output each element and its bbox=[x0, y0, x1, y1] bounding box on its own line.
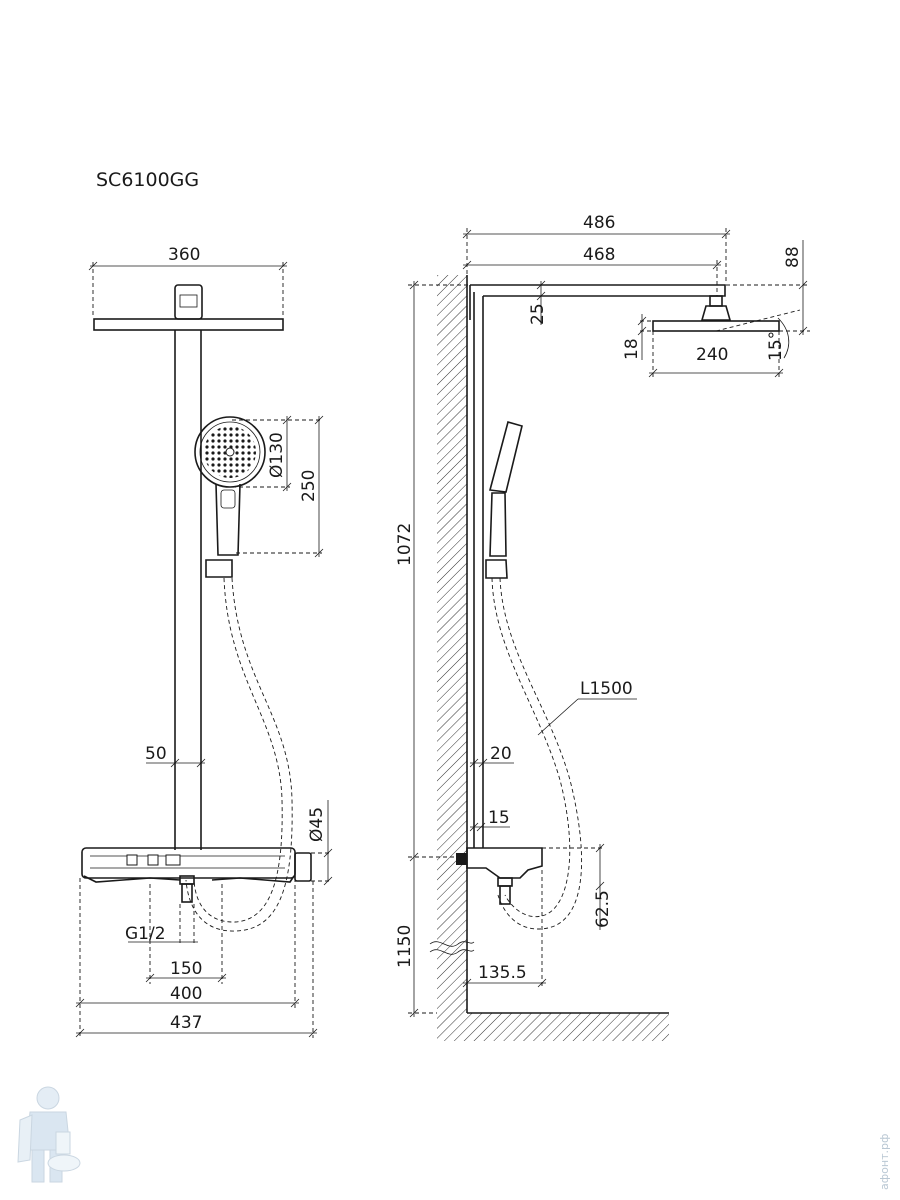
front-bottom-dimensions: G1/2 150 400 437 bbox=[75, 878, 318, 1038]
wall-gap-label: 15 bbox=[488, 808, 510, 828]
side-hose bbox=[491, 577, 582, 930]
inlet-depth-label: 62.5 bbox=[593, 890, 613, 928]
floor-hatching bbox=[437, 1013, 669, 1041]
thermostat-body bbox=[81, 847, 312, 903]
head-offset-height-label: 88 bbox=[783, 246, 803, 268]
thermostat-diameter-label: Ø45 bbox=[307, 807, 327, 842]
bar-offset-label: 20 bbox=[490, 744, 512, 764]
head-depth-label: 240 bbox=[696, 345, 728, 365]
wall-hatching bbox=[437, 275, 467, 1013]
side-view: 486 468 88 25 18 2 bbox=[395, 213, 810, 1041]
inlet-depth-dimension: 62.5 bbox=[542, 843, 613, 930]
bar-diameter-label: 50 bbox=[145, 744, 167, 764]
model-title: SC6100GG bbox=[96, 169, 199, 191]
overhead-shower-head bbox=[93, 284, 284, 331]
hose-length-leader: L1500 bbox=[537, 679, 637, 736]
column-height-label: 1072 bbox=[395, 523, 415, 566]
handshower-length-label: 250 bbox=[299, 470, 319, 502]
arm-thickness-label: 25 bbox=[528, 303, 548, 325]
wall-gap-dimension: 15 bbox=[469, 808, 510, 850]
inlet-projection-label: 135.5 bbox=[478, 963, 527, 983]
mount-height-label: 1150 bbox=[395, 925, 415, 968]
arm-length-inner-label: 468 bbox=[583, 245, 615, 265]
head-thickness-label: 18 bbox=[622, 338, 642, 360]
side-hand-shower bbox=[485, 421, 523, 579]
body-width-label: 400 bbox=[170, 984, 202, 1004]
head-width-label: 360 bbox=[168, 245, 200, 265]
head-width-dimension: 360 bbox=[88, 245, 288, 318]
inlet-thread-label: G1/2 bbox=[125, 924, 166, 944]
shower-column bbox=[174, 330, 202, 850]
side-top-dimensions: 486 468 88 25 18 2 bbox=[462, 213, 810, 378]
bar-offset-dimension: 20 bbox=[469, 744, 514, 768]
front-view: 360 bbox=[75, 245, 333, 1038]
site-watermark: афонт.рф bbox=[878, 1134, 891, 1190]
arm-length-outer-label: 486 bbox=[583, 213, 615, 233]
thermostat-diameter-dimension: Ø45 bbox=[307, 800, 333, 886]
front-hose bbox=[185, 577, 293, 932]
bar-diameter-dimension: 50 bbox=[145, 744, 206, 768]
handshower-dimensions: Ø130 250 bbox=[232, 415, 324, 558]
plumber-mascot-logo bbox=[17, 1086, 81, 1183]
handshower-diameter-label: Ø130 bbox=[267, 432, 287, 478]
inlet-spacing-label: 150 bbox=[170, 959, 202, 979]
side-thermostat bbox=[456, 847, 543, 905]
column-height-dimension: 1072 1150 bbox=[395, 280, 470, 1018]
total-width-label: 437 bbox=[170, 1013, 202, 1033]
inlet-projection-dimension: 135.5 bbox=[462, 870, 547, 988]
tilt-angle-label: 15° bbox=[766, 331, 786, 361]
hand-shower bbox=[194, 416, 266, 578]
hose-length-label: L1500 bbox=[580, 679, 633, 699]
